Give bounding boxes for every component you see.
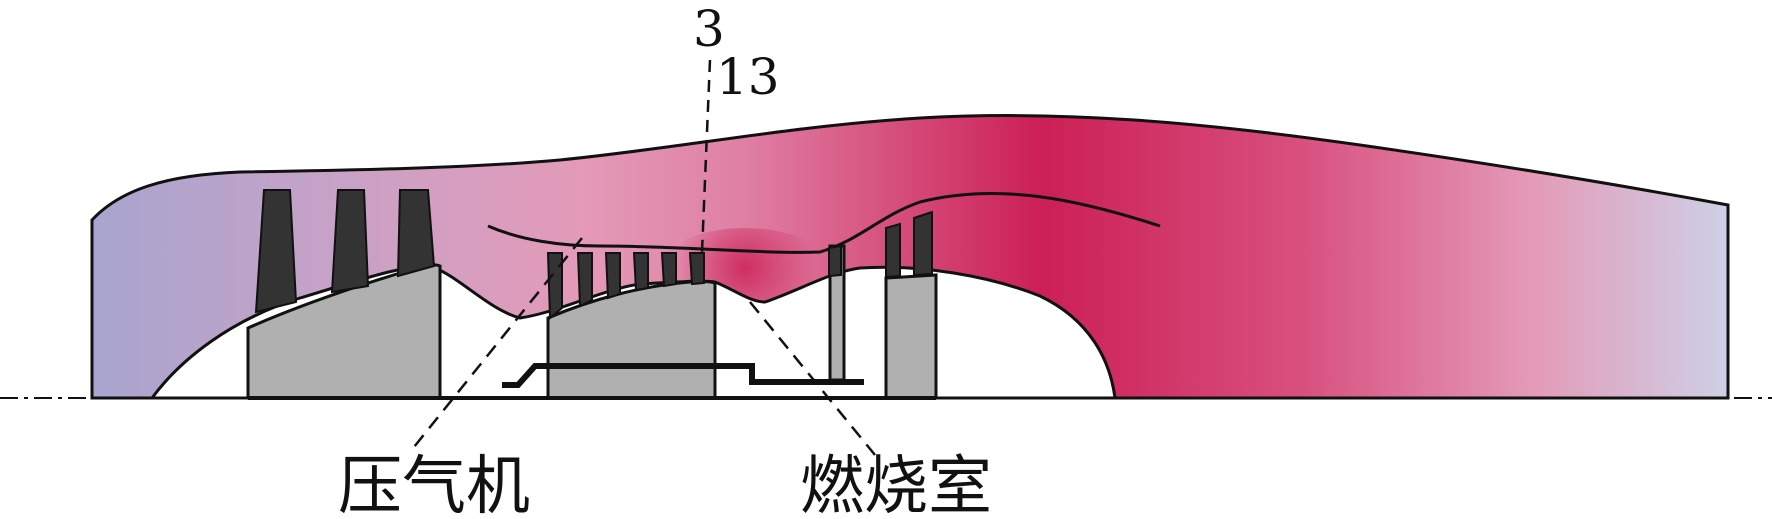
turbine-disk [884,273,938,400]
fan-blade [254,189,298,314]
turbine-blade [828,244,842,278]
fan-blade [330,189,370,294]
compressor-blade [604,252,621,300]
splitter-line [487,191,1161,254]
turbine-blade [913,210,933,277]
compressor-blade [546,252,563,321]
turbine-blade [885,222,901,279]
combustor-label: 燃烧室 [800,450,992,519]
compressor-blade [660,252,677,288]
compressor-blade [632,252,649,292]
station-13-label: 13 [716,48,780,106]
station-3-label: 3 [693,0,725,58]
shaft [502,363,864,388]
station-3-line [700,59,712,253]
compressor-blade [576,252,593,308]
fan-hub [246,263,442,400]
fan-blade [396,189,436,278]
compressor-label: 压气机 [338,450,530,519]
combustor-leader [749,301,876,456]
compressor-blade [688,252,705,286]
